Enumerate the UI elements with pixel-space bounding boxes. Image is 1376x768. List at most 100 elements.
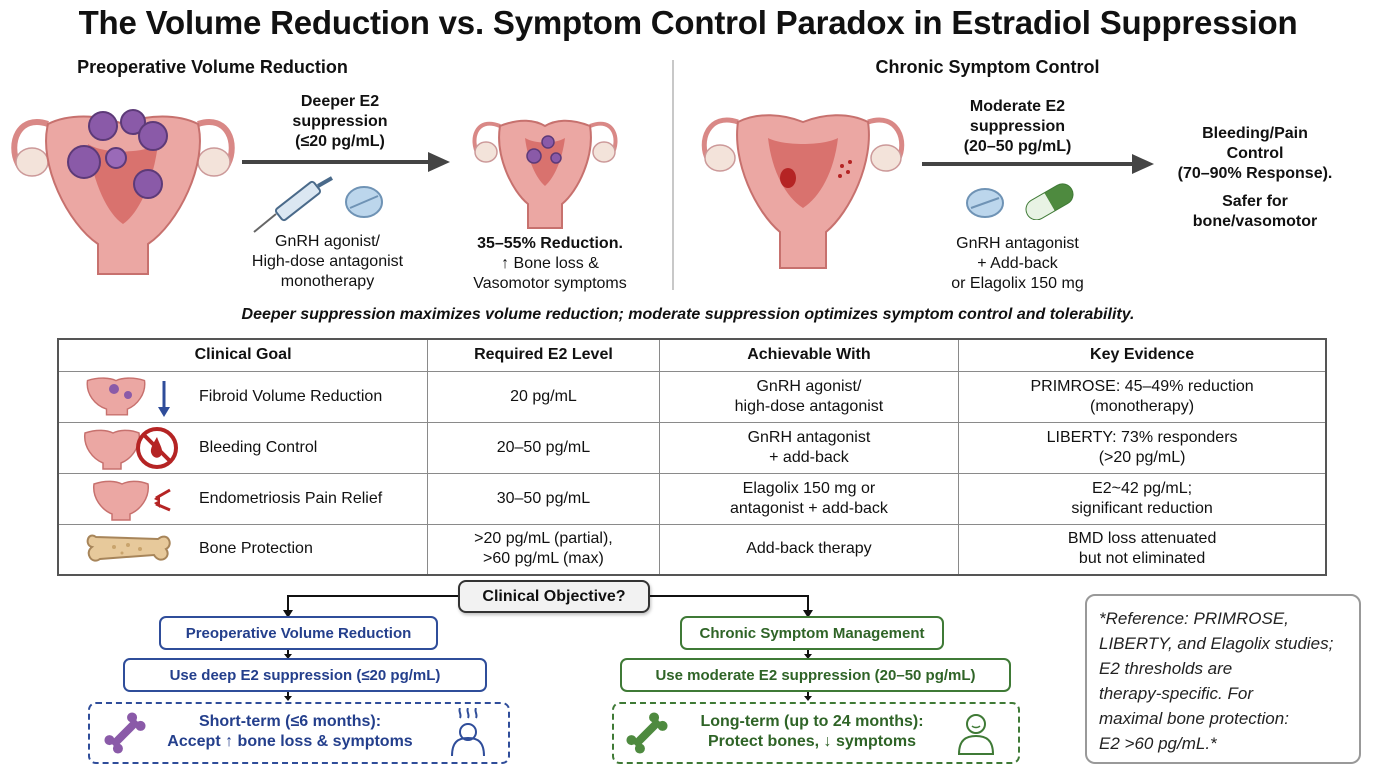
right-panel-heading: Chronic Symptom Control	[875, 57, 1100, 77]
evidence-table: Clinical Goal Required E2 Level Achievab…	[57, 338, 1327, 576]
right-therapy-line: GnRH antagonist	[956, 235, 1079, 252]
evidence-line: BMD loss attenuated	[1067, 530, 1217, 548]
right-therapy-label: GnRH antagonist + Add-back or Elagolix 1…	[925, 234, 1110, 294]
right-result-line: bone/vasomotor	[1192, 213, 1318, 230]
with-cell: GnRH antagonist + add-back	[658, 421, 960, 474]
left-arrow-label-line: Deeper E2	[300, 93, 380, 110]
note-line: therapy-specific. For	[1099, 684, 1253, 703]
goal-label: Fibroid Volume Reduction	[199, 387, 383, 405]
table-header-cell: Required E2 Level	[427, 338, 660, 372]
left-arrow-label-line: suppression	[292, 113, 388, 130]
note-line: E2 thresholds are	[1099, 659, 1233, 678]
syringe-icon	[253, 176, 333, 233]
right-outcome-box	[612, 702, 1020, 764]
left-right-arrow-icon	[242, 152, 450, 172]
goal-cell: Bleeding Control	[57, 421, 429, 474]
uterus-fibroid-down-arrow-icon	[59, 373, 199, 421]
with-line: GnRH antagonist	[747, 428, 871, 446]
uterus-pain-icon	[59, 475, 199, 523]
evidence-line: PRIMROSE: 45–49% reduction	[1030, 377, 1254, 395]
evidence-line: but not eliminated	[1078, 550, 1206, 568]
reference-note: *Reference: PRIMROSE, LIBERTY, and Elago…	[1085, 594, 1361, 764]
with-line: high-dose antagonist	[734, 397, 884, 415]
right-outcome-line: Protect bones, ↓ symptoms	[707, 733, 917, 750]
left-goal-box: Preoperative Volume Reduction	[159, 616, 438, 650]
pill-icon	[345, 186, 383, 218]
page-title: The Volume Reduction vs. Symptom Control…	[78, 4, 1298, 41]
with-line: GnRH agonist/	[756, 377, 862, 395]
bone-icon	[104, 712, 146, 754]
with-line: Add-back therapy	[746, 540, 872, 558]
evidence-cell: PRIMROSE: 45–49% reduction (monotherapy)	[958, 370, 1327, 423]
level-line: >20 pg/mL (partial),	[474, 530, 613, 548]
left-outcome-text: Short-term (≤6 months): Accept ↑ bone lo…	[150, 712, 430, 752]
right-result-line: Safer for	[1222, 193, 1288, 210]
tablet-icon	[966, 188, 1004, 218]
left-therapy-line: monotherapy	[280, 273, 375, 290]
bone-icon	[59, 525, 199, 573]
right-goal-box: Chronic Symptom Management	[680, 616, 944, 650]
left-result-bold: 35–55% Reduction.	[477, 235, 623, 252]
table-header-cell: Key Evidence	[958, 338, 1327, 372]
left-therapy-line: GnRH agonist/	[275, 233, 380, 250]
level-line: 20–50 pg/mL	[496, 438, 591, 456]
with-cell: Add-back therapy	[658, 523, 960, 576]
right-result-line: (70–90% Response).	[1177, 165, 1333, 182]
with-line: + add-back	[769, 448, 849, 466]
goal-cell: Bone Protection	[57, 523, 429, 576]
uterus-with-fibroids-icon	[11, 109, 235, 275]
left-therapy-line: High-dose antagonist	[251, 253, 404, 270]
clinical-objective-box: Clinical Objective?	[458, 580, 650, 613]
with-cell: GnRH agonist/high-dose antagonist	[658, 370, 960, 423]
note-line: E2 >60 pg/mL.*	[1099, 734, 1217, 753]
note-line: LIBERTY, and Elagolix studies;	[1099, 634, 1334, 653]
evidence-line: (>20 pg/mL)	[1098, 448, 1186, 466]
right-arrow-label: Moderate E2 suppression (20–50 pg/mL)	[945, 97, 1090, 157]
evidence-cell: E2~42 pg/mL;significant reduction	[958, 472, 1327, 525]
panel-divider	[672, 60, 674, 290]
reduced-uterus-icon	[472, 119, 618, 229]
left-panel-heading: Preoperative Volume Reduction	[77, 57, 348, 77]
evidence-line: (monotherapy)	[1090, 397, 1195, 415]
right-arrow-label-line: suppression	[969, 118, 1066, 135]
uterus-bleeding-icon	[701, 114, 905, 269]
right-right-arrow-icon	[922, 154, 1154, 174]
left-outcome-line: Accept ↑ bone loss & symptoms	[167, 733, 413, 750]
evidence-line: E2~42 pg/mL;	[1092, 479, 1193, 497]
evidence-line: LIBERTY: 73% responders	[1046, 428, 1238, 446]
right-therapy-line: + Add-back	[977, 255, 1058, 272]
level-line: 20 pg/mL	[510, 387, 577, 405]
flow-connectors	[283, 595, 813, 701]
left-arrow-label-line: (≤20 pg/mL)	[295, 133, 385, 150]
caption: Deeper suppression maximizes volume redu…	[241, 306, 1135, 323]
table-header-cell: Clinical Goal	[57, 338, 429, 372]
right-arrow-label-line: Moderate E2	[969, 98, 1066, 115]
left-therapy-label: GnRH agonist/ High-dose antagonist monot…	[225, 232, 430, 292]
left-result-line: Vasomotor symptoms	[473, 275, 627, 292]
hot-flash-person-icon	[451, 708, 485, 757]
right-outcome-line: Long-term (up to 24 months):	[700, 713, 924, 730]
uterus-no-blood-icon	[59, 424, 199, 472]
goal-cell: Endometriosis Pain Relief	[57, 472, 429, 525]
table-row: Fibroid Volume Reduction 20 pg/mL GnRH a…	[57, 370, 1327, 423]
goal-label: Endometriosis Pain Relief	[199, 489, 383, 507]
right-outcome-text: Long-term (up to 24 months): Protect bon…	[672, 712, 952, 752]
table-row: Bleeding Control 20–50 pg/mL GnRH antago…	[57, 421, 1327, 474]
left-outcome-box	[88, 702, 510, 764]
right-therapy-line: or Elagolix 150 mg	[951, 275, 1084, 292]
with-line: antagonist + add-back	[729, 499, 888, 517]
left-outcome-line: Short-term (≤6 months):	[198, 713, 382, 730]
evidence-cell: BMD loss attenuated but not eliminated	[958, 523, 1327, 576]
left-arrow-label: Deeper E2 suppression (≤20 pg/mL)	[270, 92, 410, 152]
capsule-icon	[1025, 183, 1074, 220]
note-line: *Reference: PRIMROSE,	[1099, 609, 1289, 628]
level-cell: >20 pg/mL (partial),>60 pg/mL (max)	[427, 523, 660, 576]
right-action-box: Use moderate E2 suppression (20–50 pg/mL…	[620, 658, 1011, 692]
goal-cell: Fibroid Volume Reduction	[57, 370, 429, 423]
healthy-bone-icon	[626, 712, 668, 754]
level-cell: 20 pg/mL	[427, 370, 660, 423]
table-row: Bone Protection >20 pg/mL (partial),>60 …	[57, 523, 1327, 576]
note-line: maximal bone protection:	[1099, 709, 1289, 728]
right-result-label: Bleeding/Pain Control (70–90% Response).…	[1160, 124, 1350, 232]
